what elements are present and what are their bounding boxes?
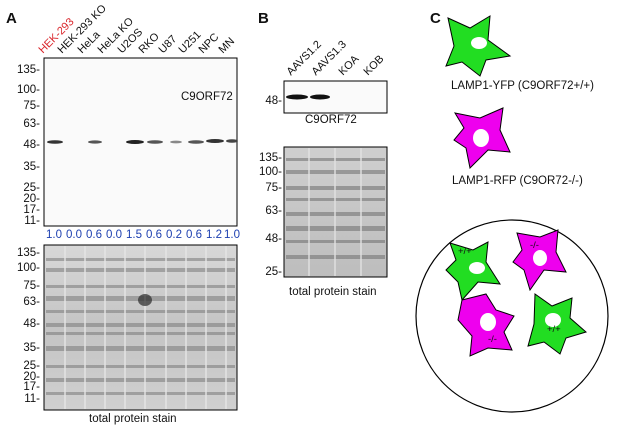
panel-a-blot-label: C9ORF72	[181, 91, 233, 103]
quant-value: 0.0	[66, 229, 82, 241]
nucleus-icon	[533, 250, 547, 266]
panel-b-protein-bands	[286, 158, 385, 259]
lane-label: U251	[176, 28, 204, 56]
nucleus-icon	[471, 37, 487, 49]
quant-value: 1.0	[46, 229, 62, 241]
panel-b-blot-label: C9ORF72	[305, 114, 357, 126]
band	[138, 294, 152, 306]
genotype-label: +/+	[547, 324, 561, 335]
mw-marker: 20-	[23, 193, 40, 205]
genotype-label: +/+	[458, 246, 472, 257]
band	[170, 140, 182, 144]
panel-b-caption: total protein stain	[289, 286, 377, 298]
band	[206, 139, 224, 143]
band	[310, 94, 330, 100]
band	[147, 140, 163, 144]
cell2-label: LAMP1-RFP (C9OR72-/-)	[452, 175, 583, 187]
panel-a-caption: total protein stain	[89, 413, 177, 425]
mw-marker: 35-	[23, 161, 40, 173]
quant-value: 0.6	[146, 229, 162, 241]
panel-a-protein-bands	[46, 258, 235, 395]
mw-marker: 48-	[23, 318, 40, 330]
mw-marker: 75-	[23, 100, 40, 112]
magenta-cell-icon	[457, 293, 515, 357]
mw-marker: 135-	[16, 64, 40, 76]
green-cell-icon	[445, 241, 501, 302]
mw-marker: 25-	[23, 360, 40, 372]
mw-marker: 35-	[23, 342, 40, 354]
panel-c-letter: C	[430, 10, 441, 27]
mw-marker: 63-	[265, 205, 282, 217]
panel-a-western-blot	[43, 57, 238, 227]
mw-marker: 100-	[16, 84, 40, 96]
mw-marker: 63-	[23, 296, 40, 308]
band	[188, 140, 204, 144]
mw-marker: 75-	[265, 182, 282, 194]
nucleus-icon	[473, 129, 489, 147]
band	[126, 140, 144, 144]
panel-a-total-protein-gel	[43, 244, 238, 411]
band	[286, 94, 308, 100]
nucleus-icon	[480, 313, 496, 331]
band	[226, 139, 238, 143]
mw-marker: 25-	[265, 266, 282, 278]
mw-marker: 48-	[265, 95, 282, 107]
nucleus-icon	[469, 262, 485, 274]
mw-marker: 25-	[23, 182, 40, 194]
panel-a-c9orf72-bands	[47, 139, 238, 144]
genotype-label: -/-	[488, 334, 497, 345]
magenta-cell-icon	[512, 229, 567, 292]
band	[47, 140, 63, 144]
mw-marker: 135-	[258, 152, 282, 164]
quant-value: 1.0	[224, 229, 240, 241]
band	[88, 140, 102, 144]
magenta-cell-icon	[453, 107, 511, 170]
mw-marker: 11-	[24, 215, 40, 227]
panel-b-lane-dividers	[308, 148, 362, 276]
mw-marker: 48-	[265, 233, 282, 245]
cell1-label: LAMP1-YFP (C9ORF72+/+)	[451, 80, 594, 92]
quant-value: 0.2	[166, 229, 182, 241]
genotype-label: -/-	[530, 240, 539, 251]
panel-b-letter: B	[258, 10, 269, 27]
mw-marker: 17-	[23, 204, 40, 216]
lane-label: KOA	[336, 53, 362, 78]
panel-a-lane-dividers	[64, 246, 227, 409]
quant-value: 1.2	[206, 229, 222, 241]
quant-value: 0.6	[186, 229, 202, 241]
lane-label: KOB	[361, 53, 387, 78]
mw-marker: 135-	[16, 247, 40, 259]
quant-value: 0.0	[106, 229, 122, 241]
panel-b-total-protein-gel	[283, 146, 388, 278]
mw-marker: 48-	[23, 139, 40, 151]
mw-marker: 63-	[23, 118, 40, 130]
panel-b-western-blot	[283, 80, 388, 114]
green-cell-icon	[445, 15, 512, 77]
mw-marker: 11-	[24, 393, 40, 405]
mw-marker: 100-	[16, 262, 40, 274]
quant-value: 1.5	[126, 229, 142, 241]
mw-marker: 20-	[23, 371, 40, 383]
co-culture-dish	[415, 219, 609, 413]
quant-value: 0.6	[86, 229, 102, 241]
panel-a-letter: A	[6, 10, 17, 27]
mw-marker: 100-	[258, 166, 282, 178]
mw-marker: 75-	[23, 280, 40, 292]
mw-marker: 17-	[23, 381, 40, 393]
